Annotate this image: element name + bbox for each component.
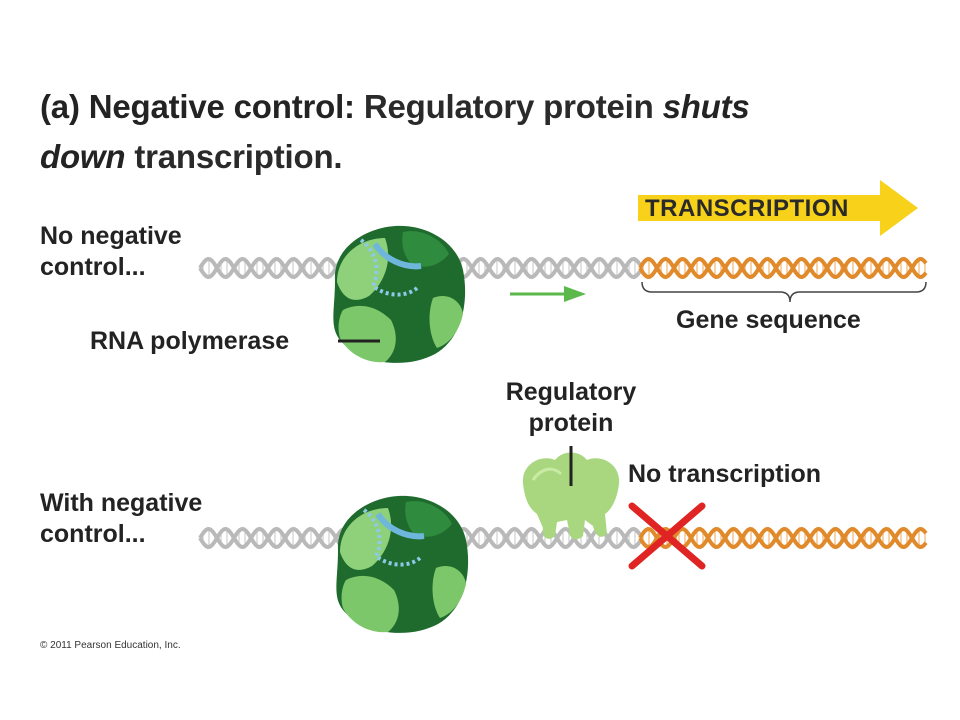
gene-sequence-label: Gene sequence (676, 306, 861, 334)
title-rest-2: transcription. (134, 138, 343, 175)
with-negative-control-label: With negative control... (40, 488, 202, 550)
title-line-2: down transcription. (40, 138, 343, 176)
no-transcription-label: No transcription (628, 460, 822, 488)
title-bold: Negative control: (88, 88, 355, 125)
title-italic-2: down (40, 138, 126, 175)
transcription-arrow-label: TRANSCRIPTION (645, 195, 849, 222)
gene-top-strand-2 (638, 256, 928, 280)
title-italic-1: shuts (662, 88, 750, 125)
regulatory-protein-label: Regulatory protein (488, 377, 654, 439)
gene-sequence-bracket (641, 281, 927, 303)
rna-polymerase-top (333, 225, 466, 363)
rna-polymerase-bottom (336, 495, 469, 633)
with-negative-line-2: control... (40, 520, 146, 548)
title-part: (a) (40, 88, 80, 125)
gene-bottom-strand-2 (638, 526, 928, 550)
copyright-notice: © 2011 Pearson Education, Inc. (40, 640, 181, 651)
title-line-1: (a) Negative control: Regulatory protein… (40, 88, 750, 126)
regulatory-line-2: protein (528, 409, 614, 437)
gene-sequence-bottom (638, 526, 928, 550)
regulatory-protein (522, 452, 620, 540)
gene-sequence-top (638, 256, 928, 280)
no-transcription-cross-icon (628, 502, 706, 570)
no-negative-line-1: No negative (40, 222, 182, 250)
regulatory-line-1: Regulatory (505, 378, 637, 406)
no-negative-line-2: control... (40, 253, 146, 281)
no-negative-control-label: No negative control... (40, 221, 182, 283)
motion-arrow-icon (510, 286, 586, 302)
rna-polymerase-label: RNA polymerase (90, 327, 290, 355)
transcription-arrow-icon (638, 180, 918, 236)
title-rest-1: Regulatory protein (363, 88, 654, 125)
with-negative-line-1: With negative (40, 489, 203, 517)
